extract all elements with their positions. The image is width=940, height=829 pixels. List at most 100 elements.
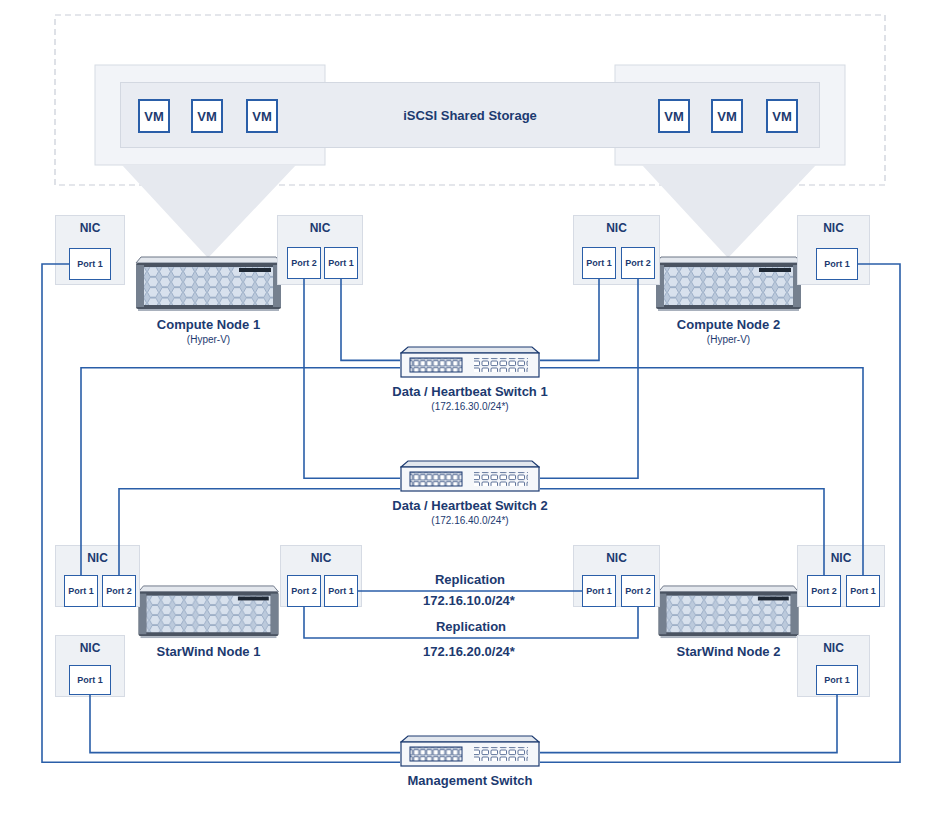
node-label: Port 1 [850,586,876,596]
node-label: NIC [56,641,124,655]
connector [358,590,582,592]
port-box: Port 1 [816,248,858,280]
network-switch: Data / Heartbeat Switch 2(172.16.40.0/24… [400,460,540,492]
nic-box: NICPort 1 [55,215,125,285]
node-label: NIC [574,551,659,565]
vm-box: VM [711,99,743,133]
node-caption: Compute Node 1(Hyper-V) [45,317,372,347]
port-box: Port 2 [287,247,321,279]
node-label: NIC [278,221,362,235]
connector [540,264,900,762]
node-label: VM [664,109,684,124]
edge-label: Replication [435,572,505,588]
node-label: NIC [56,551,139,565]
node-label: Port 1 [77,259,103,269]
node-label: Port 2 [291,586,317,596]
nic-box: NIC Port 1 [55,635,125,697]
nic-box: NIC Port 1 [797,215,870,285]
server-node: StarWind Node 2 [655,585,802,639]
node-label: Port 1 [824,259,850,269]
node-label: Port 2 [625,586,651,596]
nic-box: NIC Port 2 Port 1 [280,545,362,607]
node-label: VM [717,109,737,124]
network-switch: Management Switch [400,735,540,767]
network-switch: Data / Heartbeat Switch 1(172.16.30.0/24… [400,346,540,378]
connector [540,279,638,478]
port-box: Port 1 [69,248,111,280]
switch-icon [401,461,539,491]
subnet-label: 172.16.20.0/24* [423,644,515,660]
nic-box: NIC Port 1 Port 2 [573,545,660,607]
edge-label: Replication [436,619,506,635]
port-box: Port 2 [807,575,841,607]
node-label: VM [197,109,217,124]
node-label: Port 1 [328,586,354,596]
node-label: Port 1 [68,586,94,596]
node-label: Data / Heartbeat Switch 2 [310,498,630,514]
node-caption: Management Switch [310,773,630,789]
node-label: Port 2 [625,258,651,268]
vm-box: VM [246,99,278,133]
vm-box: VM [138,99,170,133]
port-box: Port 1 [324,575,358,607]
node-label: Port 2 [811,586,837,596]
node-label: NIC [798,551,884,565]
connector [540,368,863,575]
connector [304,607,638,638]
node-label: (Hyper-V) [565,333,892,347]
node-label: NIC [798,221,869,235]
server-node: Compute Node 1(Hyper-V) [135,256,282,312]
connector [42,264,400,762]
nic-box: NIC Port 2 Port 1 [277,215,363,285]
node-label: Compute Node 2 [565,317,892,333]
node-label: VM [144,109,164,124]
nic-box: NIC Port 2 Port 1 [797,545,885,607]
projection-shape [642,165,816,258]
nic-box: NIC Port 1 Port 2 [573,215,660,285]
connector [540,279,599,360]
node-label: (172.16.30.0/24*) [310,400,630,414]
node-caption: Compute Node 2(Hyper-V) [565,317,892,347]
port-box: Port 1 [582,575,616,607]
port-box: Port 2 [621,575,655,607]
node-label: Port 1 [824,675,850,685]
node-label: (Hyper-V) [45,333,372,347]
node-label: NIC [281,551,361,565]
node-caption: Data / Heartbeat Switch 2(172.16.40.0/24… [310,498,630,528]
connector [540,489,824,575]
server-node: Compute Node 2(Hyper-V) [655,256,802,312]
port-box: Port 1 [69,665,111,695]
node-label: VM [252,109,272,124]
port-box: Port 1 [582,247,616,279]
port-box: Port 2 [287,575,321,607]
node-caption: Data / Heartbeat Switch 1(172.16.30.0/24… [310,384,630,414]
node-label: Port 2 [106,586,132,596]
node-label: Compute Node 1 [45,317,372,333]
node-label: NIC [798,641,869,655]
node-label: VM [772,109,792,124]
node-label: Port 1 [586,258,612,268]
server-icon [136,257,281,311]
vm-box: VM [658,99,690,133]
node-label: Port 2 [291,258,317,268]
node-label: Data / Heartbeat Switch 1 [310,384,630,400]
node-label: Port 1 [328,258,354,268]
port-box: Port 1 [64,575,98,607]
server-icon [656,257,801,311]
node-label: (172.16.40.0/24*) [310,514,630,528]
node-label: Port 1 [586,586,612,596]
connector [341,279,400,360]
port-box: Port 1 [816,665,858,695]
node-label: NIC [574,221,659,235]
nic-box: NIC Port 1 Port 2 [55,545,140,607]
connector [304,279,400,478]
connector [81,368,400,575]
storage-region [55,15,885,185]
server-icon [139,586,279,638]
port-box: Port 1 [846,575,880,607]
switch-icon [401,347,539,377]
connector [119,489,400,575]
node-label: iSCSI Shared Storage [403,108,537,123]
node-label: Management Switch [310,773,630,789]
